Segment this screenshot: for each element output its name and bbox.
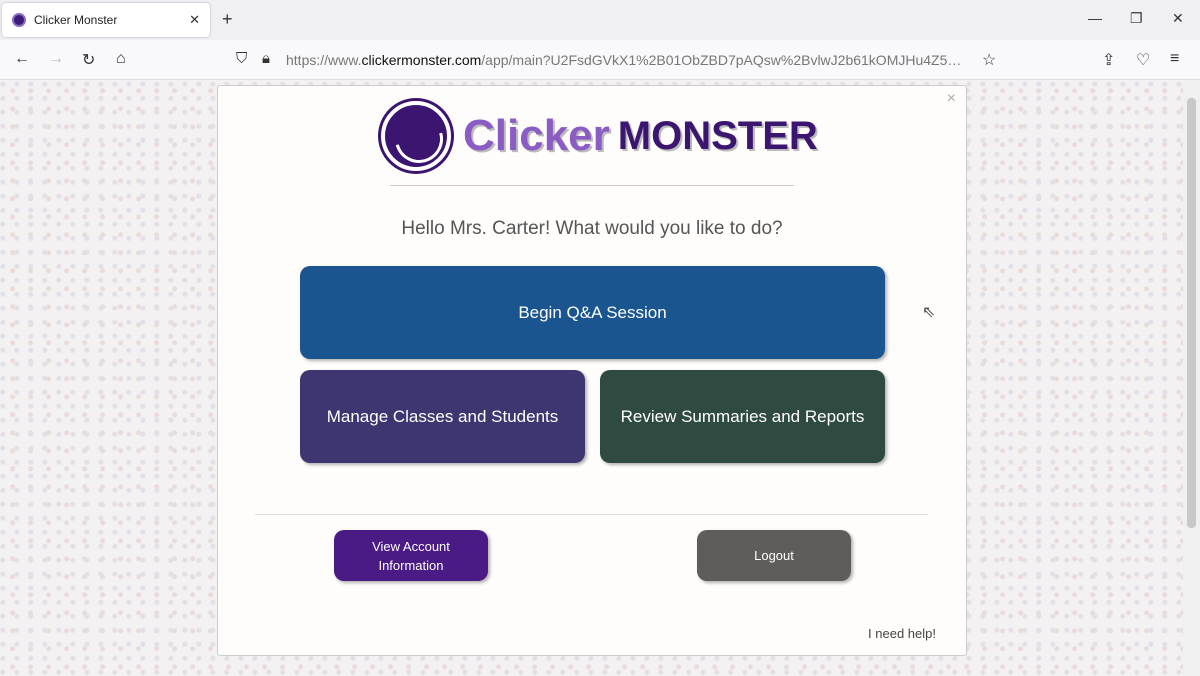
back-icon[interactable]: ← — [14, 50, 30, 67]
new-tab-icon[interactable]: + — [222, 9, 233, 29]
divider — [255, 514, 928, 515]
minimize-icon[interactable]: — — [1088, 10, 1102, 26]
url-path: /app/main?U2FsdGVkX1%2B01ObZBD7pAQsw%2Bv… — [481, 52, 970, 68]
forward-icon[interactable]: → — [48, 50, 64, 67]
window-close-icon[interactable]: ✕ — [1172, 10, 1184, 26]
divider — [390, 185, 794, 186]
nav-bar: ← → ↻ ⌂ ⛉ 🔒︎ https://www.clickermonster.… — [0, 40, 1200, 80]
pocket-icon[interactable]: ♡ — [1136, 52, 1151, 69]
logout-button[interactable]: Logout — [697, 530, 851, 581]
close-tab-icon[interactable]: ✕ — [189, 12, 200, 27]
manage-classes-button[interactable]: Manage Classes and Students — [300, 370, 585, 463]
view-account-button[interactable]: View Account Information — [334, 530, 488, 581]
main-dialog: × Clicker MONSTER Hello Mrs. Carter! Wha… — [217, 85, 967, 656]
logo: Clicker MONSTER — [381, 101, 818, 171]
logo-lens-icon — [381, 101, 451, 171]
tab-bar: Clicker Monster ✕ + — ❐ ✕ — [0, 0, 1200, 40]
logo-word-clicker: Clicker — [463, 111, 610, 160]
logo-word-monster: MONSTER — [617, 113, 818, 158]
restore-icon[interactable]: ❐ — [1130, 10, 1143, 26]
menu-icon[interactable]: ≡ — [1170, 50, 1180, 67]
favicon-icon — [12, 13, 26, 27]
browser-tab[interactable]: Clicker Monster ✕ — [2, 3, 210, 37]
help-link[interactable]: I need help! — [868, 626, 936, 641]
home-icon[interactable]: ⌂ — [116, 50, 126, 67]
scrollbar[interactable] — [1183, 80, 1200, 676]
reload-icon[interactable]: ↻ — [82, 52, 96, 69]
scrollbar-thumb[interactable] — [1187, 98, 1196, 528]
tab-title: Clicker Monster — [34, 13, 118, 27]
review-reports-button[interactable]: Review Summaries and Reports — [600, 370, 885, 463]
bookmark-star-icon[interactable]: ☆ — [982, 52, 997, 69]
shield-icon[interactable]: ⛉ — [236, 50, 248, 67]
mouse-cursor-icon: ⇖ — [922, 304, 936, 321]
begin-session-button[interactable]: Begin Q&A Session — [300, 266, 885, 359]
greeting: Hello Mrs. Carter! What would you like t… — [401, 218, 783, 239]
url-bar[interactable]: https://www.clickermonster.com/app/main?… — [286, 44, 970, 76]
extensions-icon[interactable]: ⇪ — [1102, 52, 1116, 69]
close-icon[interactable]: × — [946, 90, 956, 107]
url-prefix: https://www. — [286, 52, 362, 68]
url-domain: clickermonster.com — [361, 52, 482, 68]
lock-icon[interactable]: 🔒︎ — [262, 50, 270, 67]
